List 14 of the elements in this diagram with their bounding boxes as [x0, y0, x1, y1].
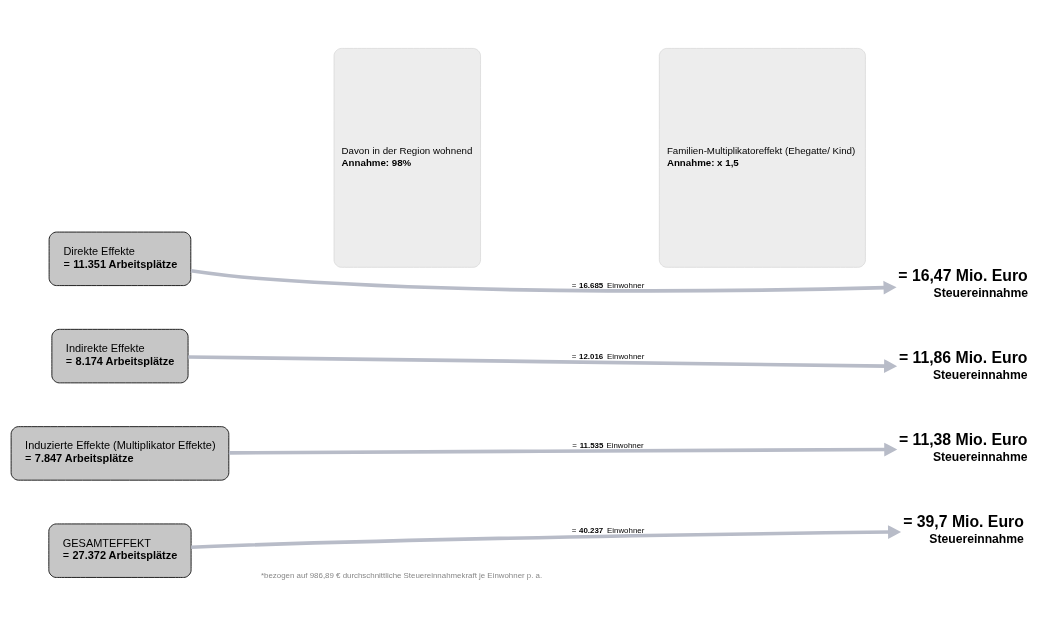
node-text: = 11,38 Mio. Euro Steuereinnahme	[898, 430, 1028, 464]
node-box: Induzierte Effekte (Multiplikator Effekte) = 7.847 Arbeitsplätze	[10, 425, 230, 481]
node-box: Familien-Multiplikatoreffekt (Ehegatte/ Kind) Annahme: x 1,5	[659, 47, 866, 268]
arrow	[188, 354, 898, 373]
node-box: Davon in der Region wohnend Annahme: 98%	[333, 47, 481, 268]
node-text: = 39,7 Mio. Euro Steuereinnahme	[903, 512, 1024, 546]
node-text: = 16,47 Mio. Euro Steuereinnahme	[898, 266, 1029, 300]
arrow	[191, 524, 902, 549]
arrow	[190, 268, 897, 294]
arrow	[228, 442, 898, 456]
node-box: Direkte Effekte = 11.351 Arbeitsplätze	[48, 231, 192, 286]
node-text: = 11,86 Mio. Euro Steuereinnahme	[898, 348, 1028, 382]
node-box: GESAMTEFFEKT = 27.372 Arbeitsplätze	[48, 523, 192, 578]
node-box: Indirekte Effekte = 8.174 Arbeitsplätze	[51, 328, 189, 383]
